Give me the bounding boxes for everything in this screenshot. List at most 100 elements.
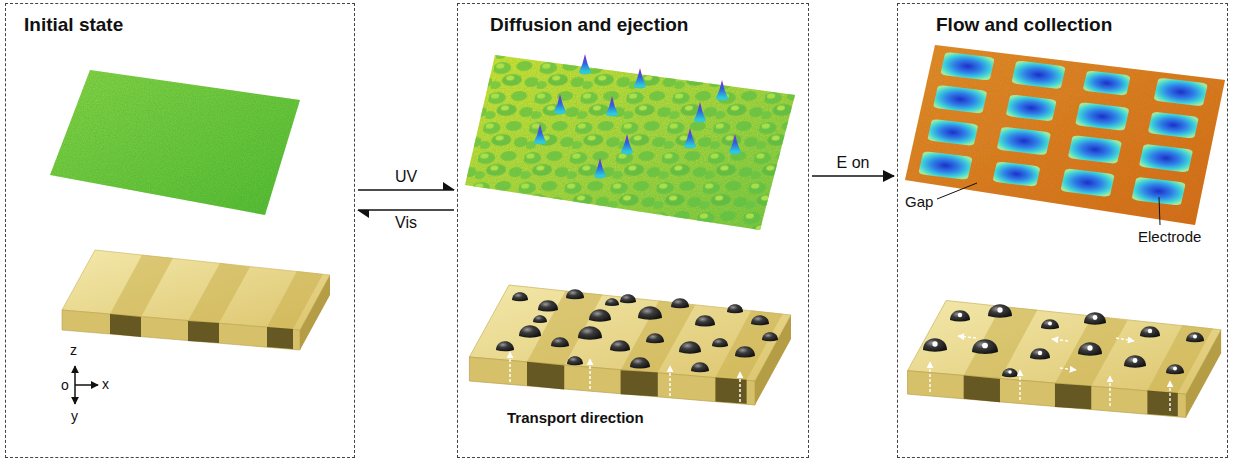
transport-arrows-part [739, 372, 741, 402]
arrow-label: E on [837, 154, 870, 172]
leader-line-part [937, 183, 977, 199]
electrode-surface-part-part [940, 52, 994, 81]
axis-symbol-part [74, 366, 76, 385]
textured-surface-part [621, 134, 633, 155]
droplets-part [988, 304, 1012, 318]
textured-surface-part [465, 55, 795, 230]
electrode-surface-part-part [1011, 60, 1065, 89]
annotation-label: Gap [905, 193, 933, 210]
electrode-surface-part [918, 52, 1208, 206]
droplets-part [1078, 342, 1102, 356]
transport-arrows-part [589, 359, 591, 389]
reaction-arrow [812, 175, 894, 177]
droplets-part [1084, 312, 1106, 324]
droplets-part [751, 315, 769, 325]
droplets-part [923, 338, 947, 352]
droplets-part [1030, 348, 1050, 359]
electrode-surface-part-part [1153, 78, 1207, 107]
droplets-part [589, 309, 611, 321]
flow-arrows [930, 336, 1170, 411]
collection-slab-part [908, 301, 1222, 418]
droplets-part [679, 341, 701, 353]
droplets-part [496, 341, 514, 351]
transport-arrows-part [669, 366, 671, 396]
leader-line [937, 183, 1160, 225]
droplets-part [538, 300, 558, 311]
electrode-surface-part-part [1131, 177, 1185, 206]
droplets-part [1124, 355, 1146, 367]
textured-surface-part [534, 124, 546, 145]
flow-arrows-part [1109, 376, 1110, 406]
droplets-part [646, 333, 664, 343]
droplets-part [630, 357, 650, 368]
textured-surface-part [684, 128, 696, 149]
textured-surface-part [694, 102, 706, 123]
initial-slab-part [62, 250, 330, 350]
arrow-label: Vis [395, 214, 417, 232]
initial-surface [50, 70, 300, 215]
droplets-part [638, 306, 662, 320]
annotation-label: Transport direction [507, 409, 644, 426]
stage-panel: Initial state [5, 3, 355, 458]
droplets-part [605, 298, 619, 306]
textured-surface-part [465, 55, 795, 230]
electrode-surface-part-part [1006, 94, 1057, 121]
droplets-part [533, 315, 547, 323]
flow-arrows-part [1169, 381, 1170, 411]
electrode-surface-part-part [918, 151, 972, 180]
droplets-part [735, 346, 755, 357]
electrode-surface [905, 45, 1225, 225]
droplets-part [578, 326, 602, 340]
droplets-part [1041, 319, 1059, 329]
droplet-slab-part [469, 285, 791, 405]
electrode-surface-part-part [933, 85, 987, 114]
droplets-part [610, 340, 630, 351]
electrode-surface-part-part [1068, 135, 1122, 164]
droplets-part [519, 325, 541, 337]
textured-surface [465, 54, 795, 230]
stage-panel: Diffusion and ejection [457, 3, 809, 458]
droplets-part [691, 362, 709, 372]
electrode-surface-part-part [1139, 144, 1193, 173]
flow-arrows-part [1060, 368, 1076, 370]
electrode-surface-part [905, 45, 1225, 225]
panel-title: Flow and collection [936, 14, 1112, 36]
electrode-surface-part-part [997, 127, 1051, 156]
droplets [496, 289, 778, 372]
reaction-arrow [358, 189, 454, 191]
droplets-part [671, 298, 689, 308]
panel-title: Initial state [24, 14, 123, 36]
textured-surface-part [729, 134, 741, 155]
droplets-part [972, 339, 998, 354]
droplets-part [566, 289, 584, 299]
axis-symbol [75, 366, 98, 404]
droplets-part [695, 315, 715, 326]
droplets-part [567, 356, 583, 365]
axis-label: z [70, 342, 77, 358]
droplets-part [727, 304, 743, 313]
leader-line-part [1159, 197, 1160, 225]
axis-label: y [71, 408, 78, 424]
droplets-part [620, 294, 636, 303]
arrow-label: UV [395, 168, 417, 186]
transport-arrows [510, 352, 740, 402]
droplets-part [512, 292, 528, 301]
textured-surface-part [634, 68, 646, 89]
panel-title: Diffusion and ejection [490, 14, 688, 36]
axis-symbol-part [74, 385, 76, 404]
textured-surface-part [594, 158, 606, 179]
electrode-surface-part-part [1148, 111, 1199, 138]
electrode-surface-part-part [1083, 70, 1131, 96]
electrode-surface-part-part [993, 161, 1041, 187]
droplets-part [1186, 332, 1204, 342]
droplets-part [1002, 368, 1018, 377]
droplets [923, 304, 1204, 377]
electrode-surface-part-part [927, 119, 978, 146]
textured-surface-part [606, 96, 618, 117]
droplets-part [551, 337, 569, 347]
collection-slab [908, 301, 1222, 418]
droplets-part [712, 338, 728, 347]
